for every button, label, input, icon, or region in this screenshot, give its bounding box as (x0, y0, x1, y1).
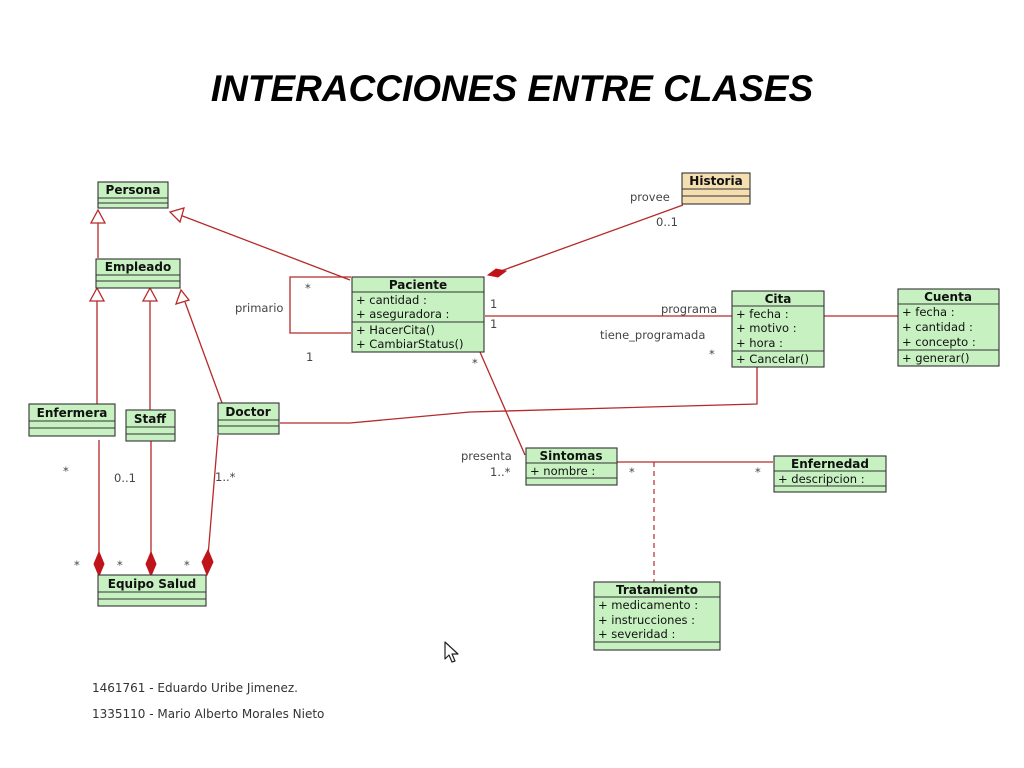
label-doctor-mult: 1..* (215, 470, 236, 484)
label-sintomas-star: * (629, 465, 635, 479)
label-paciente-star: * (472, 356, 478, 370)
label-primario: primario (235, 301, 283, 315)
cuenta-attr: + cantidad : (902, 320, 973, 334)
gen-arrow-persona-2 (168, 207, 185, 224)
class-name-enfernedad: Enfernedad (791, 457, 869, 471)
cita-op: + Cancelar() (736, 352, 809, 366)
label-equipo-star-1: * (74, 558, 80, 572)
composition-diamond-1 (93, 550, 105, 578)
gen-paciente-persona (179, 214, 351, 281)
composition-diamond-2 (145, 550, 157, 578)
cuenta-attr: + concepto : (902, 335, 976, 349)
label-paciente-cita-1a: 1 (490, 297, 497, 311)
class-cita (731, 290, 825, 368)
label-equipo-star-2: * (117, 558, 123, 572)
class-enfermera (28, 403, 116, 437)
author-line: 1335110 - Mario Alberto Morales Nieto (92, 707, 325, 721)
class-name-historia: Historia (689, 174, 742, 188)
label-enfernedad-star: * (755, 465, 761, 479)
class-doctor (217, 402, 280, 435)
class-equipo-salud (97, 574, 207, 607)
cuenta-op: + generar() (902, 351, 970, 365)
label-staff-mult: 0..1 (114, 471, 136, 485)
label-equipo-star-3: * (184, 558, 190, 572)
sintomas-attr: + nombre : (530, 464, 595, 478)
label-self-star: * (305, 281, 311, 295)
label-sintomas-mult: 1..* (490, 465, 511, 479)
label-tiene-programada: tiene_programada (600, 328, 705, 342)
paciente-op: + HacerCita() (356, 323, 435, 337)
class-name-enfermera: Enfermera (37, 406, 108, 420)
class-empleado (95, 258, 181, 289)
aggregation-diamond-historia (486, 268, 508, 278)
label-self-one: 1 (306, 350, 313, 364)
author-line: 1461761 - Eduardo Uribe Jimenez. (92, 681, 298, 695)
class-staff (125, 409, 176, 442)
paciente-op: + CambiarStatus() (356, 337, 463, 351)
class-name-equipo-salud: Equipo Salud (108, 577, 196, 591)
class-persona (97, 181, 169, 209)
class-historia (681, 172, 751, 205)
assoc-cita-doctor (280, 367, 758, 424)
tratamiento-attr: + medicamento : (598, 598, 698, 612)
gen-arrow-empleado-3 (174, 288, 191, 306)
gen-doctor-empleado (184, 301, 223, 404)
class-name-staff: Staff (134, 412, 166, 426)
class-name-sintomas: Sintomas (539, 449, 602, 463)
comp-doctor-equipo (207, 434, 219, 557)
paciente-attr: + aseguradora : (356, 307, 449, 321)
class-cuenta (897, 288, 1000, 367)
gen-arrow-persona-1 (89, 208, 107, 224)
cita-attr: + fecha : (736, 307, 789, 321)
label-enfermera-star: * (63, 464, 69, 478)
label-presenta: presenta (461, 449, 512, 463)
assoc-paciente-self (289, 276, 351, 334)
composition-diamond-3 (201, 548, 214, 577)
mouse-pointer-icon (444, 641, 459, 663)
class-name-tratamiento: Tratamiento (616, 583, 698, 597)
cuenta-attr: + fecha : (902, 305, 955, 319)
assoc-paciente-sintomas (479, 351, 526, 456)
label-provee: provee (630, 190, 670, 204)
class-name-persona: Persona (106, 183, 161, 197)
class-paciente (351, 276, 485, 353)
label-paciente-cita-1b: 1 (490, 317, 497, 331)
tratamiento-attr: + severidad : (598, 627, 675, 641)
gen-arrow-empleado-1 (88, 286, 106, 302)
class-name-empleado: Empleado (105, 260, 171, 274)
slide-title: INTERACCIONES ENTRE CLASES (210, 68, 814, 109)
class-sintomas (525, 447, 618, 486)
class-enfernedad (773, 455, 887, 493)
tratamiento-attr: + instrucciones : (598, 613, 695, 627)
enfernedad-attr: + descripcion : (778, 472, 865, 486)
assoc-historia-paciente (497, 204, 684, 273)
label-programa: programa (661, 302, 717, 316)
cita-attr: + motivo : (736, 321, 797, 335)
class-name-doctor: Doctor (225, 405, 270, 419)
cita-attr: + hora : (736, 336, 783, 350)
class-name-cuenta: Cuenta (924, 290, 972, 304)
label-cita-star: * (709, 347, 715, 361)
class-name-cita: Cita (765, 292, 792, 306)
label-historia-mult: 0..1 (656, 215, 678, 229)
paciente-attr: + cantidad : (356, 293, 427, 307)
class-tratamiento (593, 581, 721, 651)
gen-arrow-empleado-2 (141, 286, 159, 302)
class-name-paciente: Paciente (389, 278, 447, 292)
